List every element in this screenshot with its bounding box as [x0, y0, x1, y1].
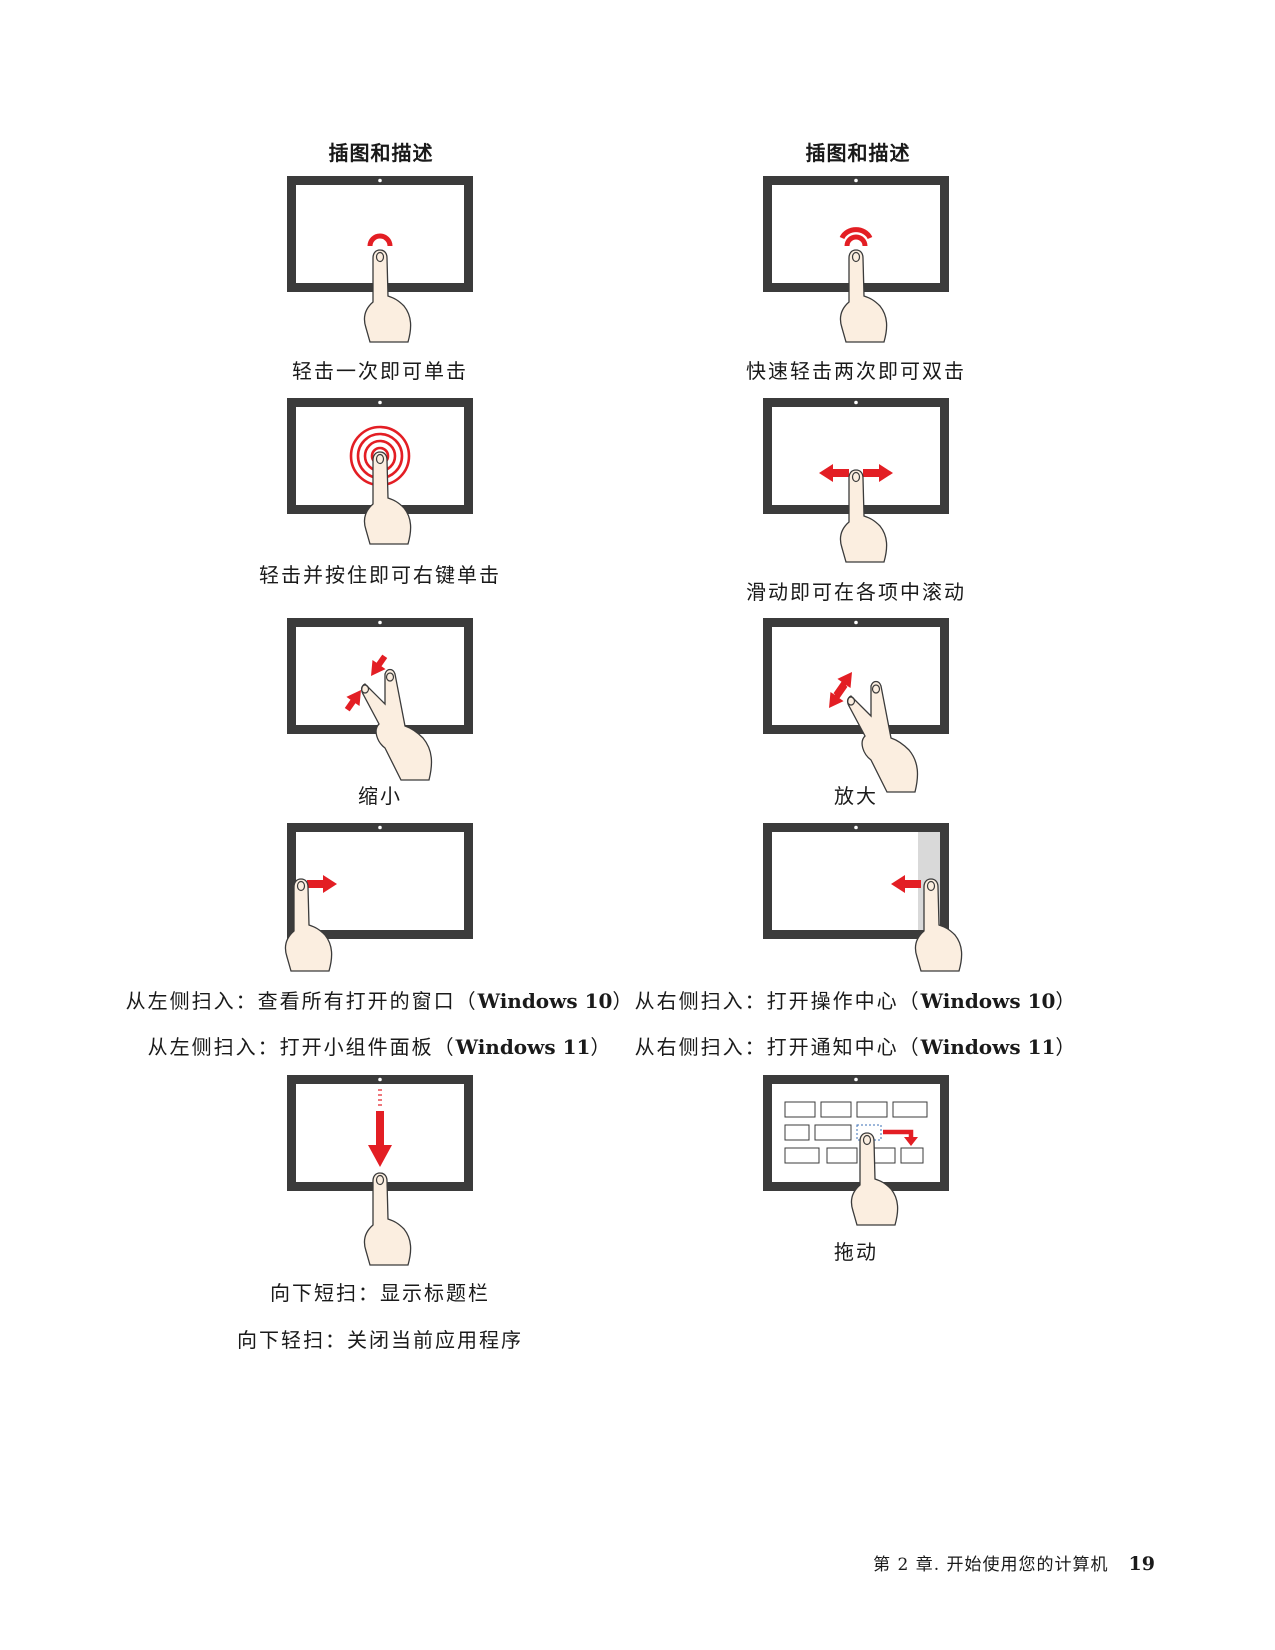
swipe-left-illustration: [284, 823, 507, 1003]
caption-slide: 滑动即可在各项中滚动: [746, 580, 966, 604]
column-header-right: 插图和描述: [805, 141, 911, 165]
caption-tap-twice: 快速轻击两次即可双击: [746, 359, 966, 383]
caption-zoom-in: 放大: [834, 784, 878, 808]
caption-swipe-left-win10: 从左侧扫入：查看所有打开的窗口（Windows 10）: [120, 988, 640, 1014]
slide-illustration: [763, 398, 983, 578]
caption-swipe-left-win11: 从左侧扫入：打开小组件面板（Windows 11）: [120, 1034, 640, 1060]
caption-swipe-left-win10-os: Windows 10: [477, 989, 613, 1013]
caption-swipe-right-win11-os: Windows 11: [920, 1035, 1056, 1059]
swipe-down-illustration: [287, 1075, 507, 1266]
column-header-left: 插图和描述: [328, 141, 434, 165]
drag-illustration: [763, 1075, 983, 1255]
caption-swipe-down-long: 向下轻扫：关闭当前应用程序: [237, 1328, 523, 1352]
caption-tap-once: 轻击一次即可单击: [292, 359, 468, 383]
caption-swipe-left-win11-text: 从左侧扫入：打开小组件面板（: [147, 1035, 456, 1059]
tap-once-illustration: [287, 176, 507, 356]
tap-twice-illustration: [763, 176, 983, 356]
swipe-right-illustration: [763, 823, 983, 1003]
caption-swipe-down-short: 向下短扫：显示标题栏: [270, 1281, 490, 1305]
zoom-in-illustration: [763, 618, 983, 798]
page-number: 19: [1128, 1553, 1155, 1575]
zoom-out-illustration: [287, 618, 507, 798]
caption-swipe-left-win11-close: ）: [590, 1035, 613, 1059]
caption-swipe-right-win11-text: 从右侧扫入：打开通知中心（: [634, 1035, 921, 1059]
page-footer: 第 2 章. 开始使用您的计算机 19: [873, 1550, 1155, 1575]
caption-tap-hold: 轻击并按住即可右键单击: [259, 563, 501, 587]
caption-swipe-right-win11: 从右侧扫入：打开通知中心（Windows 11）: [596, 1034, 1116, 1060]
footer-chapter: 第 2 章. 开始使用您的计算机: [873, 1555, 1109, 1575]
caption-swipe-right-win10-close: ）: [1055, 989, 1078, 1013]
caption-swipe-right-win10-os: Windows 10: [920, 989, 1056, 1013]
caption-swipe-right-win10: 从右侧扫入：打开操作中心（Windows 10）: [596, 988, 1116, 1014]
caption-drag: 拖动: [834, 1240, 878, 1264]
caption-swipe-left-win10-close: ）: [612, 989, 635, 1013]
caption-swipe-left-win10-text: 从左侧扫入：查看所有打开的窗口（: [125, 989, 478, 1013]
caption-swipe-right-win10-text: 从右侧扫入：打开操作中心（: [634, 989, 921, 1013]
tap-hold-illustration: [287, 398, 507, 578]
caption-swipe-right-win11-close: ）: [1055, 1035, 1078, 1059]
caption-zoom-out: 缩小: [358, 784, 402, 808]
caption-swipe-left-win11-os: Windows 11: [455, 1035, 591, 1059]
